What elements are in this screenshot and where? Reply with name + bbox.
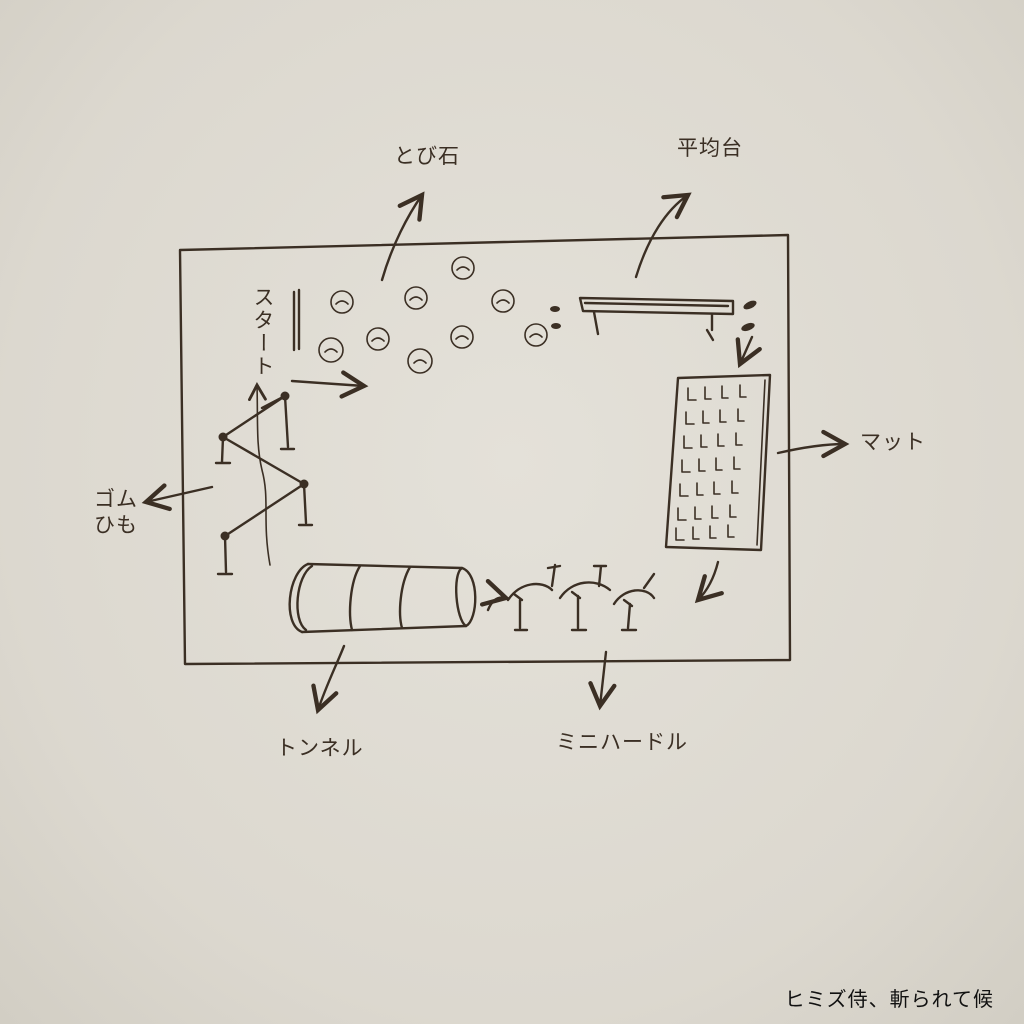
- tunnel: [288, 562, 477, 634]
- stone: [407, 348, 433, 374]
- tunnel-leader-arrow: [311, 644, 346, 715]
- stone: [450, 325, 474, 349]
- mini-hurdles: [506, 563, 656, 632]
- footprints: [550, 300, 757, 342]
- stone: [366, 327, 390, 351]
- stones-leader-arrow: [380, 191, 425, 282]
- mat-to-hurdles-arrow: [694, 560, 724, 604]
- stepping-stones: [318, 256, 548, 374]
- mat-pattern: [675, 384, 747, 541]
- stone: [318, 337, 344, 363]
- label-rubber-rope: ゴム ひも: [94, 487, 138, 537]
- label-tunnel: トンネル: [276, 736, 364, 760]
- rope-leader-arrow: [141, 483, 214, 512]
- start-arrow: [290, 370, 369, 399]
- stone: [330, 290, 354, 314]
- balance-beam: [578, 296, 735, 336]
- stone: [491, 289, 515, 313]
- beam-to-mat-arrow: [735, 335, 762, 369]
- beam-leader-arrow: [634, 192, 692, 279]
- rope-path-arrow: [247, 382, 271, 566]
- mat-leader-arrow: [776, 429, 850, 459]
- stone: [524, 323, 548, 347]
- watermark: ヒミズ侍、斬られて候: [784, 987, 994, 1011]
- stone: [451, 256, 475, 280]
- mat: [664, 373, 772, 552]
- course-frame: [178, 233, 792, 666]
- tunnel-to-hurdles-arrow: [479, 578, 511, 612]
- hurdles-leader-arrow: [588, 650, 617, 711]
- label-mini-hurdles: ミニハードル: [556, 730, 688, 754]
- label-balance-beam: 平均台: [677, 136, 743, 160]
- rubber-rope-station: [214, 394, 314, 576]
- label-stepping-stones: とび石: [394, 144, 460, 168]
- label-start: スタート: [251, 286, 275, 378]
- label-mat: マット: [860, 430, 926, 454]
- rope-posts: [218, 391, 309, 541]
- stone: [404, 286, 428, 310]
- start-line: [292, 288, 301, 352]
